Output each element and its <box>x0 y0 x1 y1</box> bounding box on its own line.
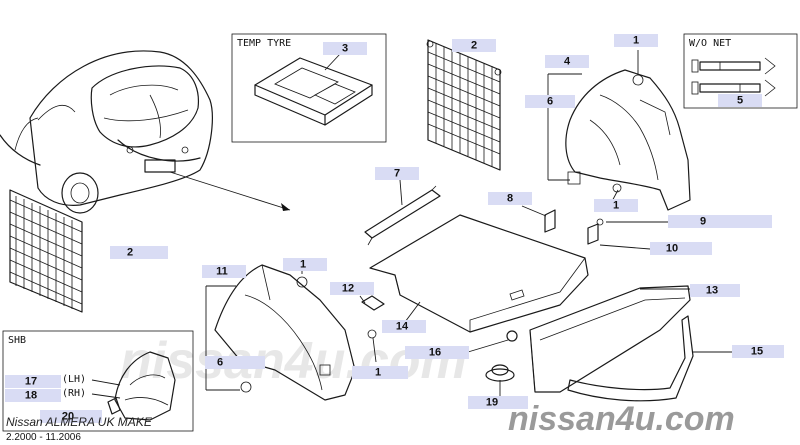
trim-strip <box>567 315 732 402</box>
tag-13[interactable]: 13 <box>690 284 740 297</box>
temp-tyre-box: TEMP TYRE <box>231 33 387 143</box>
tag-9[interactable]: 9 <box>668 215 772 228</box>
shb-title: SHB <box>8 335 26 346</box>
wo-net-box: W/O NET <box>683 33 798 109</box>
car-illustration <box>0 50 291 214</box>
footer-make: Nissan ALMERA UK MAKE <box>6 415 153 429</box>
svg-text:6: 6 <box>217 357 223 369</box>
svg-text:10: 10 <box>666 243 678 255</box>
label-rh: (RH) <box>62 388 86 399</box>
tag-11[interactable]: 11 <box>202 265 246 278</box>
svg-text:18: 18 <box>25 390 37 402</box>
svg-text:20: 20 <box>62 411 74 423</box>
tag-19[interactable]: 19 <box>468 396 528 409</box>
svg-text:13: 13 <box>706 285 718 297</box>
tag-1-low[interactable]: 1 <box>283 258 327 271</box>
footer-dates: 2.2000 - 11.2006 <box>6 432 81 443</box>
tag-2-top[interactable]: 2 <box>452 39 496 52</box>
grommet-19 <box>485 364 515 396</box>
rear-sill-panel <box>529 285 691 393</box>
tag-20[interactable]: 20 <box>40 410 102 423</box>
tag-7[interactable]: 7 <box>375 167 419 180</box>
svg-text:15: 15 <box>751 346 763 358</box>
svg-text:8: 8 <box>507 193 513 205</box>
wo-net-title: W/O NET <box>689 38 731 49</box>
tag-14[interactable]: 14 <box>382 320 426 333</box>
svg-text:2: 2 <box>471 40 477 52</box>
cargo-net-left <box>9 189 83 313</box>
temp-tyre-title: TEMP TYRE <box>237 38 291 49</box>
trunk-floor <box>369 214 589 333</box>
tag-16[interactable]: 16 <box>405 346 469 359</box>
svg-text:12: 12 <box>342 283 354 295</box>
svg-text:6: 6 <box>547 96 553 108</box>
tag-3[interactable]: 3 <box>323 42 367 55</box>
watermark-center: nissan4u.com <box>120 332 467 390</box>
tag-10[interactable]: 10 <box>650 242 712 255</box>
tag-15[interactable]: 15 <box>732 345 784 358</box>
svg-text:11: 11 <box>216 266 228 278</box>
tag-6-low[interactable]: 6 <box>205 356 265 369</box>
tag-5[interactable]: 5 <box>718 94 762 107</box>
tag-1-bottom[interactable]: 1 <box>352 366 408 379</box>
shb-box: SHB (LH) (RH) <box>2 330 194 432</box>
svg-text:1: 1 <box>375 367 381 379</box>
hook-9-10 <box>587 189 668 250</box>
svg-text:17: 17 <box>25 376 37 388</box>
tag-1-top[interactable]: 1 <box>614 34 658 47</box>
clip-16 <box>467 330 518 353</box>
bracket-8 <box>521 205 556 233</box>
tag-12[interactable]: 12 <box>330 282 374 295</box>
tag-17[interactable]: 17 <box>5 375 61 388</box>
side-trim-right <box>547 50 691 211</box>
tag-1-mid[interactable]: 1 <box>594 199 638 212</box>
svg-text:14: 14 <box>396 321 409 333</box>
svg-text:2: 2 <box>127 247 133 259</box>
svg-text:7: 7 <box>394 168 400 180</box>
tag-8[interactable]: 8 <box>488 192 532 205</box>
svg-text:5: 5 <box>737 95 743 107</box>
svg-text:16: 16 <box>429 347 441 359</box>
svg-text:1: 1 <box>613 200 619 212</box>
label-lh: (LH) <box>62 374 86 385</box>
svg-text:9: 9 <box>700 216 706 228</box>
watermark-bottom: nissan4u.com <box>508 400 735 438</box>
tag-4[interactable]: 4 <box>545 55 589 68</box>
svg-text:1: 1 <box>300 259 306 271</box>
shelf-support <box>364 179 441 246</box>
svg-text:1: 1 <box>633 35 639 47</box>
svg-text:4: 4 <box>564 56 571 68</box>
svg-text:3: 3 <box>342 43 348 55</box>
svg-text:19: 19 <box>486 397 498 409</box>
tag-18[interactable]: 18 <box>5 389 61 402</box>
tag-6-top[interactable]: 6 <box>525 95 575 108</box>
tag-2-left[interactable]: 2 <box>110 246 168 259</box>
cargo-net-top <box>426 39 502 171</box>
